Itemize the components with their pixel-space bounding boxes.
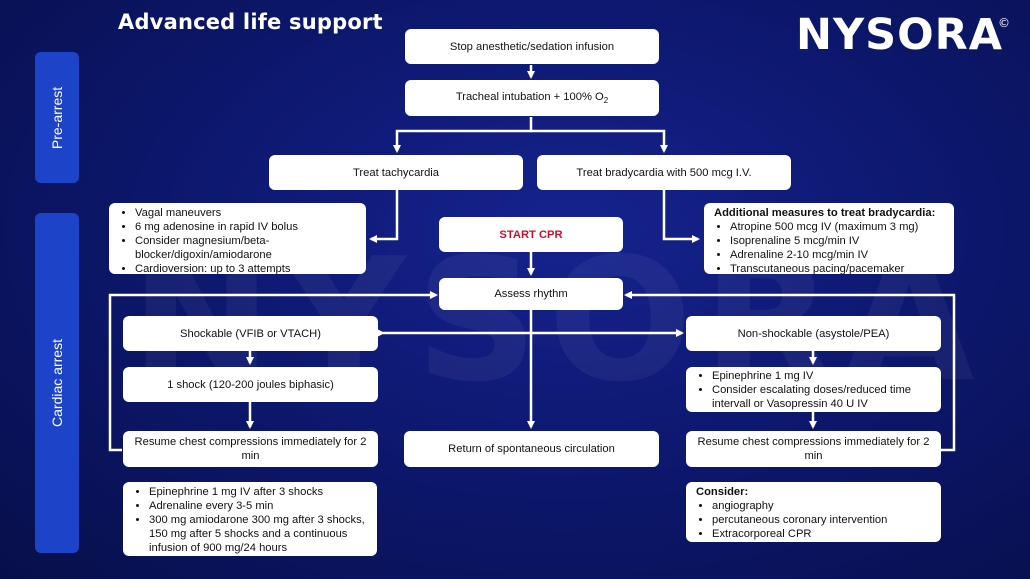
assess-rhythm-box: Assess rhythm	[439, 278, 623, 310]
resume-compressions-right-text: Resume chest compressions immediately fo…	[697, 436, 930, 462]
copyright-mark: ©	[998, 16, 1010, 30]
consider-list: angiography percutaneous coronary interv…	[696, 499, 933, 541]
stop-infusion-box: Stop anesthetic/sedation infusion	[405, 29, 659, 64]
pre-arrest-label: Pre-arrest	[35, 52, 79, 183]
stop-infusion-text: Stop anesthetic/sedation infusion	[449, 40, 615, 53]
bradycardia-measures-box: Additional measures to treat bradycardia…	[704, 203, 954, 276]
tachycardia-measures-list: Vagal maneuvers 6 mg adenosine in rapid …	[119, 206, 358, 276]
shockable-box: Shockable (VFIB or VTACH)	[123, 316, 378, 351]
rosc-text: Return of spontaneous circulation	[448, 443, 615, 455]
list-item: Adrenaline every 3-5 min	[149, 499, 369, 513]
resume-compressions-left-box: Resume chest compressions immediately fo…	[123, 431, 378, 467]
intubation-box: Tracheal intubation + 100% O2	[405, 80, 659, 116]
page-title: Advanced life support	[118, 10, 383, 34]
list-item: Consider escalating doses/reduced time i…	[712, 383, 933, 411]
assess-rhythm-text: Assess rhythm	[494, 288, 568, 300]
non-shockable-drugs-list: Epinephrine 1 mg IV Consider escalating …	[696, 369, 933, 411]
shockable-drugs-list: Epinephrine 1 mg IV after 3 shocks Adren…	[133, 485, 369, 555]
treat-bradycardia-box: Treat bradycardia with 500 mcg I.V.	[537, 155, 791, 190]
resume-compressions-right-box: Resume chest compressions immediately fo…	[686, 431, 941, 467]
bradycardia-measures-heading: Additional measures to treat bradycardia…	[714, 207, 936, 219]
list-item: Isoprenaline 5 mcg/min IV	[730, 234, 946, 248]
list-item: percutaneous coronary intervention	[712, 513, 933, 527]
rosc-box: Return of spontaneous circulation	[404, 431, 659, 467]
non-shockable-text: Non-shockable (asystole/PEA)	[737, 327, 890, 340]
bradycardia-measures-list: Atropine 500 mcg IV (maximum 3 mg) Isopr…	[714, 220, 946, 276]
resume-compressions-left-text: Resume chest compressions immediately fo…	[134, 436, 367, 462]
cardiac-arrest-label: Cardiac arrest	[35, 213, 79, 553]
list-item: Extracorporeal CPR	[712, 527, 933, 541]
list-item: 300 mg amiodarone 300 mg after 3 shocks,…	[149, 513, 369, 555]
list-item: Cardioversion: up to 3 attempts	[135, 262, 358, 276]
intubation-text: Tracheal intubation + 100% O2	[455, 90, 609, 106]
start-cpr-text: START CPR	[499, 228, 563, 241]
consider-box: Consider: angiography percutaneous coron…	[686, 482, 941, 542]
nysora-logo: NYSORA	[796, 10, 1004, 60]
non-shockable-box: Non-shockable (asystole/PEA)	[686, 316, 941, 351]
tachycardia-measures-box: Vagal maneuvers 6 mg adenosine in rapid …	[109, 203, 366, 276]
list-item: 6 mg adenosine in rapid IV bolus	[135, 220, 358, 234]
list-item: Atropine 500 mcg IV (maximum 3 mg)	[730, 220, 946, 234]
one-shock-text: 1 shock (120-200 joules biphasic)	[167, 378, 334, 391]
list-item: Vagal maneuvers	[135, 206, 358, 220]
start-cpr-box: START CPR	[439, 217, 623, 252]
list-item: Transcutaneous pacing/pacemaker	[730, 262, 946, 276]
consider-heading: Consider:	[696, 486, 749, 498]
list-item: angiography	[712, 499, 933, 513]
list-item: Epinephrine 1 mg IV	[712, 369, 933, 383]
non-shockable-drugs-box: Epinephrine 1 mg IV Consider escalating …	[686, 367, 941, 412]
list-item: Consider magnesium/beta-blocker/digoxin/…	[135, 234, 358, 262]
treat-tachycardia-box: Treat tachycardia	[269, 155, 523, 190]
list-item: Adrenaline 2-10 mcg/min IV	[730, 248, 946, 262]
one-shock-box: 1 shock (120-200 joules biphasic)	[123, 367, 378, 402]
treat-bradycardia-text: Treat bradycardia with 500 mcg I.V.	[576, 166, 752, 179]
treat-tachycardia-text: Treat tachycardia	[352, 166, 439, 179]
list-item: Epinephrine 1 mg IV after 3 shocks	[149, 485, 369, 499]
shockable-drugs-box: Epinephrine 1 mg IV after 3 shocks Adren…	[123, 482, 377, 556]
shockable-text: Shockable (VFIB or VTACH)	[180, 327, 321, 340]
